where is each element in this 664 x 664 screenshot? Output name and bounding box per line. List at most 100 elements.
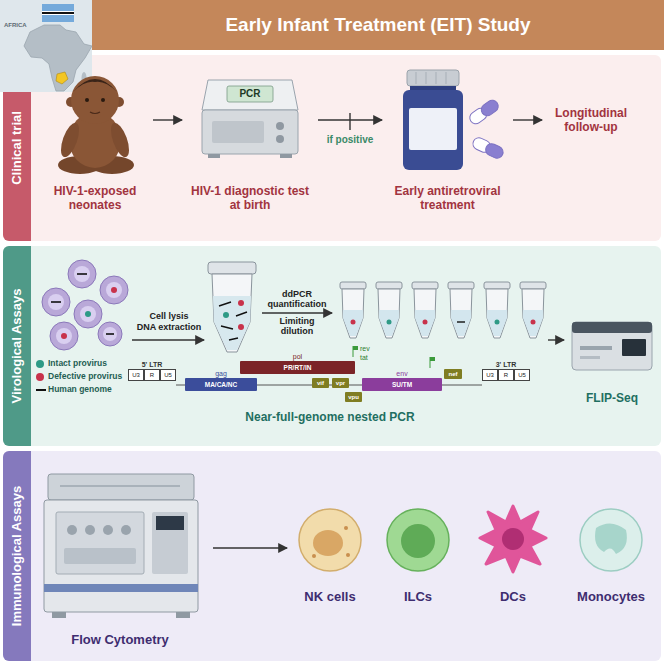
flow-cytometer-illustration [52,612,66,618]
caption: Monocytes [577,590,645,605]
pill-bottle-illustration [407,70,459,86]
section-band-background [3,451,31,661]
flow-cytometer-illustration [56,512,144,574]
caption: FLIP-Seq [586,392,638,406]
pill-bottle-illustration [403,90,463,170]
dendritic-cell-illustration [480,506,546,572]
legend-text: Intact provirus [48,358,107,369]
screen-label: PCR [239,86,260,102]
gene-box: vpu [345,392,362,402]
gene-segment: R [144,369,160,381]
pill-bottle-illustration [484,142,505,160]
gene-box: nef [444,369,462,379]
gene-segment: SU/TM [362,378,442,391]
flow-cytometer-illustration [48,474,194,500]
gene-box: envSU/TM [362,369,442,391]
nk-cell-illustration [299,509,361,571]
tube-illustration [208,262,256,352]
tube-row-illustration [457,321,465,322]
ltr-box: 3' LTRU3RU5 [482,360,530,381]
section-tab-label: Clinical trial [3,55,31,241]
flow-cytometer-illustration [60,485,180,487]
pcr-machine-illustration [227,86,273,102]
gene-name: pol [240,352,355,361]
step-label: DNA extraction [132,322,206,332]
pill-bottle-illustration [479,98,501,118]
cell-type-box: DCs [470,505,556,605]
tube-illustration [238,300,244,306]
flow-cytometer-illustration [152,512,188,574]
monocyte-illustration [580,509,642,571]
africa-map [42,12,74,14]
gene-name: vif [312,378,329,388]
cell-illustration [106,282,122,298]
caption: HIV-1 diagnostic test at birth [185,185,315,213]
cell-type-box: ILCs [378,505,458,605]
caption: Flow Cytometry [71,633,169,648]
cell-illustration [42,288,70,316]
gene-segment: U3 [128,369,144,381]
pill-bottle-illustration [467,98,500,126]
gene-name: env [362,369,442,378]
section-tab-label: Virological Assays [3,246,31,446]
tube-row-illustration [387,320,392,325]
pcr-machine-illustration [212,121,264,143]
nk-cell-illustration [313,530,343,556]
step-label: Cell lysis [132,311,206,321]
legend-swatch [36,360,44,368]
tube-illustration [219,302,247,340]
tube-row-illustration [484,282,510,338]
flow-cytometer-illustration [103,525,113,535]
pill-bottle-illustration [403,70,505,170]
connector-arrow [213,547,287,548]
legend-item: Human genome [36,384,112,395]
nk-cell-illustration [346,553,350,557]
cell-illustration [111,287,117,293]
process-arrow [132,339,204,340]
process-arrow [262,312,332,313]
baby-illustration [57,76,134,174]
legend-line-sample [36,389,46,391]
pcr-machine-illustration [202,110,298,154]
section-band: Flow CytometryNK cellsILCsDCsMonocytesIm… [3,451,661,661]
step-box: Longitudinal follow-up [545,104,637,138]
flow-cytometer-illustration [67,525,77,535]
legend-item: Defective provirus [36,371,122,382]
tube-row-illustration [531,320,536,325]
nk-cell-illustration [344,526,348,530]
cell-type-box: Monocytes [566,505,656,605]
gene-segment: MA/CA/NC [185,378,257,391]
gene-name: 3' LTR [482,360,530,369]
section-band-background [3,246,31,446]
gene-name: vpr [332,378,349,388]
sequencer-illustration [580,356,600,359]
africa-map [56,72,68,84]
sequencer-illustration [572,322,652,333]
gene-segment: U5 [160,369,176,381]
baby-illustration [57,121,82,160]
tube-row-illustration [412,282,438,338]
genome-backbone [430,357,435,361]
caption: Early antiretroviral treatment [385,185,510,213]
tube-row-illustration [423,320,428,325]
cell-illustration [74,266,90,282]
dendritic-cell-illustration [480,506,546,572]
ilc-illustration [387,509,449,571]
baby-illustration [71,76,119,124]
cell-illustration [51,301,61,303]
step-box: HIV-1-exposed neonates [40,68,150,213]
ilc-illustration [387,509,449,571]
sequencer-illustration [622,339,646,356]
gene-name: 5' LTR [128,360,176,369]
cell-illustration [98,322,122,346]
tube-row-illustration [495,320,500,325]
section-band: HIV-1-exposed neonates PCR HIV-1 diagnosti… [3,55,661,241]
pcr-machine-illustration [202,80,298,158]
gene-label: rev [360,345,370,353]
tube-row-illustration [340,282,546,338]
cell-illustration [56,328,72,344]
flow-cytometer-illustration [64,548,136,564]
